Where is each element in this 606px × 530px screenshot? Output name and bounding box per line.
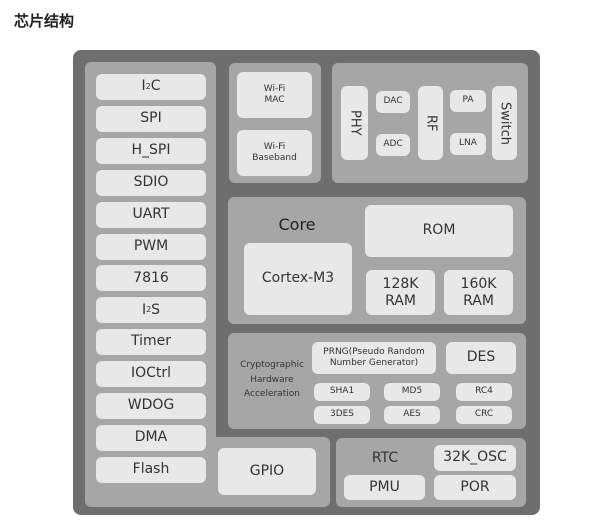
peripheral-block: H_SPI [96, 137, 206, 164]
sha1-block: SHA1 [314, 383, 370, 401]
crc-block: CRC [456, 406, 512, 424]
md5-block: MD5 [384, 383, 440, 401]
pa-block: PA [450, 90, 486, 112]
wifi-baseband-block: Wi-Fi Baseband [237, 130, 312, 176]
ram-128k-block: 128K RAM [366, 270, 435, 315]
pmu-block: PMU [344, 475, 425, 500]
phy-block: PHY [341, 86, 368, 160]
rf-block: RF [418, 86, 443, 160]
peripheral-block: 7816 [96, 265, 206, 292]
peripheral-block: SPI [96, 105, 206, 132]
rom-block: ROM [365, 205, 513, 257]
adc-block: ADC [376, 134, 410, 156]
crypto-label: Cryptographic Hardware Acceleration [240, 360, 304, 400]
rc4-block: RC4 [456, 383, 512, 401]
peripheral-block: PWM [96, 233, 206, 260]
peripheral-block: SDIO [96, 169, 206, 196]
wifi-mac-block: Wi-Fi MAC [237, 72, 312, 118]
3des-block: 3DES [314, 406, 370, 424]
rtc-label: RTC [371, 450, 399, 466]
peripheral-block: UART [96, 201, 206, 228]
peripheral-block: WDOG [96, 393, 206, 419]
page-title: 芯片结构 [14, 12, 75, 30]
peripheral-block: Timer [96, 329, 206, 356]
peripheral-block: IOCtrl [96, 361, 206, 388]
dac-block: DAC [376, 91, 410, 113]
switch-block: Switch [492, 86, 517, 160]
des-block: DES [446, 342, 516, 374]
peripheral-block: Flash [96, 456, 206, 483]
por-block: POR [434, 475, 516, 500]
prng-block: PRNG(Pseudo Random Number Generator) [312, 342, 436, 374]
osc-32k-block: 32K_OSC [434, 445, 516, 471]
ram-160k-block: 160K RAM [444, 270, 513, 315]
cortex-m3-block: Cortex-M3 [244, 243, 352, 315]
core-label: Core [278, 214, 316, 234]
peripheral-block: DMA [96, 424, 206, 451]
aes-block: AES [384, 406, 440, 424]
gpio-block: GPIO [218, 448, 316, 495]
lna-block: LNA [450, 133, 486, 155]
